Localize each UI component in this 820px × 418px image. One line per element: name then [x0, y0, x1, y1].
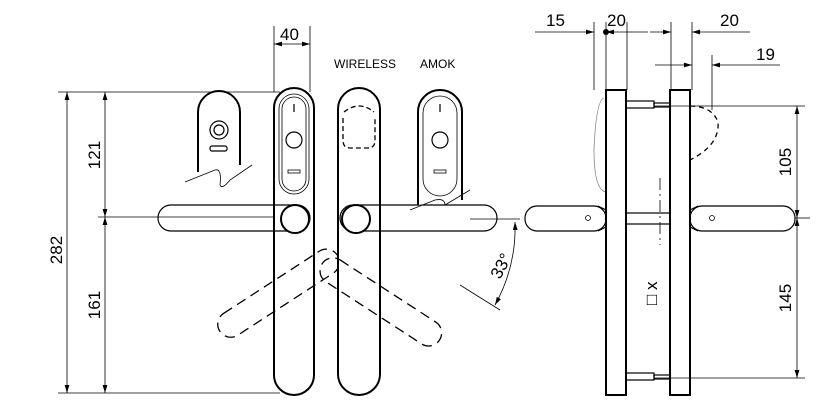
dim-20-right: 20	[720, 11, 739, 30]
label-wireless: WIRELESS	[334, 57, 396, 71]
dim-door-thickness: □ x	[642, 281, 661, 305]
handle-plate-standard	[157, 87, 341, 396]
keypad-plate-cutaway	[184, 90, 253, 188]
dim-20-left: 20	[607, 11, 626, 30]
dim-19: 19	[756, 45, 775, 64]
dim-145: 145	[776, 284, 795, 312]
handle-plate-amok: AMOK	[409, 57, 471, 211]
dim-105: 105	[776, 148, 795, 176]
dim-angle-33: 33°	[487, 250, 516, 282]
dim-161: 161	[85, 291, 104, 319]
dim-121: 121	[85, 141, 104, 169]
handle-plate-wireless: WIRELESS	[319, 57, 498, 396]
dim-40: 40	[280, 25, 299, 44]
dim-15: 15	[546, 11, 565, 30]
side-view: □ x	[524, 89, 796, 396]
label-amok: AMOK	[420, 57, 455, 71]
side-dimensions: 15 20 20 19 105 145	[535, 11, 810, 379]
front-dimensions: 40 282 121 161	[47, 25, 311, 394]
dim-282: 282	[47, 236, 66, 264]
angle-dimension: 33°	[459, 218, 520, 311]
